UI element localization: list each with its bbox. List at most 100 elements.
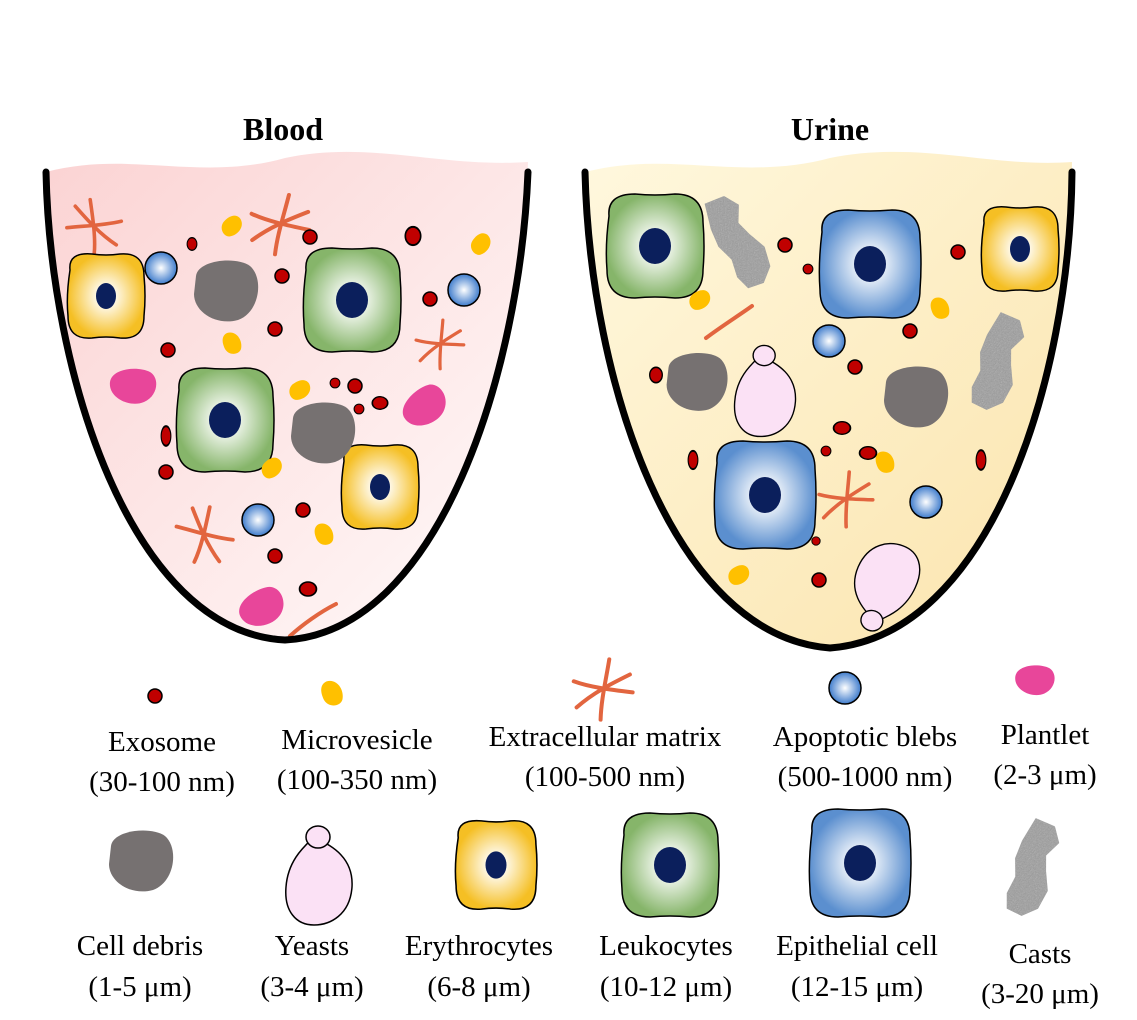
urine-exosome	[648, 366, 664, 384]
blood-ecm-fiber	[288, 602, 338, 638]
legend-name: Apoptotic blebs	[773, 721, 957, 753]
cast-icon	[979, 813, 1085, 924]
blood-exosome	[329, 377, 341, 389]
blood-erythrocyte	[66, 253, 146, 339]
urine-exosome	[902, 323, 918, 339]
microvesicle-icon	[321, 680, 343, 706]
legend-size: (100-350 nm)	[277, 764, 437, 796]
extracellular-matrix-icon	[564, 653, 642, 727]
legend-item-blebs: Apoptotic blebs (500-1000 nm)	[773, 671, 957, 793]
legend-item-leukocytes: Leukocytes (10-12 μm)	[599, 812, 733, 1003]
blood-exosome	[158, 464, 174, 480]
legend-item-plantlet: Plantlet (2-3 μm)	[993, 665, 1097, 791]
exosome-icon	[147, 688, 163, 704]
urine-exosome	[950, 244, 966, 260]
urine-exosome	[858, 445, 878, 461]
legend-item-debris: Cell debris (1-5 μm)	[77, 830, 203, 1003]
urine-epithelial-cell	[818, 209, 922, 319]
blood-cell-debris	[194, 260, 259, 322]
blood-exosome	[267, 321, 283, 337]
blood-exosome	[186, 237, 198, 251]
urine-exosome	[975, 449, 987, 471]
urine-erythrocyte	[980, 206, 1060, 292]
urine-cell-debris	[884, 366, 949, 428]
urine-leukocyte	[605, 193, 705, 299]
legend-name: Cell debris	[77, 930, 203, 962]
legend-size: (12-15 μm)	[791, 971, 923, 1003]
blood-exosome	[347, 378, 363, 394]
blood-exosome	[371, 395, 389, 411]
yeast-icon	[285, 825, 353, 926]
cell-debris-icon	[109, 830, 174, 892]
legend-name: Casts	[1009, 938, 1072, 970]
legend-item-ecm: Extracellular matrix (100-500 nm)	[489, 653, 722, 793]
blood-leukocyte	[175, 367, 275, 473]
legend-size: (3-20 μm)	[981, 978, 1099, 1010]
blood-exosome	[160, 425, 172, 447]
blood-title: Blood	[243, 111, 323, 147]
urine-exosome	[811, 536, 821, 546]
legend-size: (500-1000 nm)	[778, 761, 953, 793]
urine-exosome	[802, 263, 814, 275]
legend-name: Extracellular matrix	[489, 721, 722, 753]
blood-exosome	[422, 291, 438, 307]
legend-name: Microvesicle	[281, 724, 432, 756]
plantlet-icon	[1015, 665, 1055, 696]
blood-exosome	[295, 502, 311, 518]
legend-item-epithelial: Epithelial cell (12-15 μm)	[776, 808, 938, 1003]
legend-name: Erythrocytes	[405, 930, 553, 962]
legend-size: (30-100 nm)	[89, 766, 235, 798]
legend-size: (1-5 μm)	[88, 971, 191, 1003]
legend-name: Leukocytes	[599, 930, 733, 962]
blood-leukocyte	[302, 247, 402, 353]
urine-epithelial-cell	[713, 440, 817, 550]
legend-item-casts: Casts (3-20 μm)	[979, 813, 1099, 1010]
urine-exosome	[811, 572, 827, 588]
legend-size: (6-8 μm)	[427, 971, 530, 1003]
blood-exosome	[298, 581, 318, 597]
legend-name: Epithelial cell	[776, 930, 938, 962]
urine-exosome	[832, 420, 852, 436]
blood-apoptotic-bleb	[447, 273, 481, 307]
urine-container-outline	[581, 168, 1076, 652]
erythrocyte-icon	[454, 819, 538, 911]
blood-exosome	[160, 342, 176, 358]
blood-apoptotic-bleb	[144, 251, 178, 285]
blood-exosome	[404, 225, 422, 247]
urine-exosome	[777, 237, 793, 253]
epithelial-cell-icon	[808, 808, 912, 918]
urine-fluid	[585, 151, 1072, 648]
urine-exosome	[687, 449, 699, 471]
legend-item-yeasts: Yeasts (3-4 μm)	[260, 825, 364, 1003]
legend-name: Exosome	[108, 726, 216, 758]
blood-apoptotic-bleb	[241, 503, 275, 537]
urine-apoptotic-bleb	[812, 324, 846, 358]
urine-container: Urine	[581, 111, 1076, 652]
blood-exosome	[302, 229, 318, 245]
legend-size: (2-3 μm)	[993, 759, 1096, 791]
urine-title: Urine	[791, 111, 869, 147]
legend-item-microvesicle: Microvesicle (100-350 nm)	[277, 680, 437, 796]
urine-exosome	[847, 359, 863, 375]
leukocyte-icon	[620, 812, 720, 918]
urine-cell-debris	[666, 353, 728, 411]
urine-ecm-fiber	[704, 304, 754, 340]
blood-container-outline	[42, 168, 532, 644]
legend-row-2: Cell debris (1-5 μm) Yeasts (3-4 μm) Ery…	[77, 808, 1099, 1010]
legend-item-erythrocytes: Erythrocytes (6-8 μm)	[405, 819, 553, 1003]
blood-container: Blood	[42, 111, 532, 644]
blood-exosome	[267, 548, 283, 564]
legend-size: (10-12 μm)	[600, 971, 732, 1003]
legend-size: (100-500 nm)	[525, 761, 685, 793]
blood-exosome	[353, 403, 365, 415]
urine-exosome	[820, 445, 832, 457]
blood-exosome	[274, 268, 290, 284]
legend-name: Yeasts	[275, 930, 349, 962]
blood-erythrocyte	[340, 444, 420, 530]
urine-apoptotic-bleb	[909, 485, 943, 519]
legend-row-1: Exosome (30-100 nm) Microvesicle (100-35…	[89, 653, 1097, 798]
apoptotic-bleb-icon	[828, 671, 862, 705]
legend-name: Plantlet	[1001, 719, 1090, 751]
blood-cell-debris	[291, 402, 356, 464]
